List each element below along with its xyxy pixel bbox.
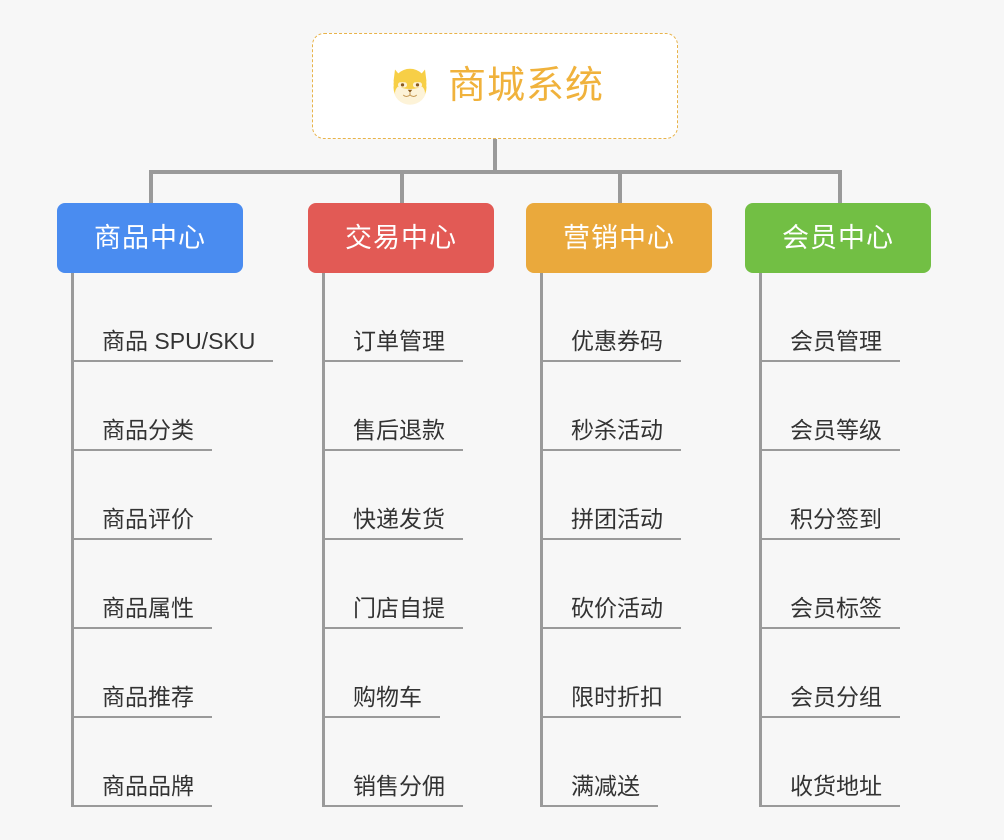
list-item-label: 会员管理 <box>790 327 882 354</box>
category-item-list: 优惠券码 秒杀活动 拼团活动 砍价活动 限时折扣 满减送 <box>540 273 712 807</box>
list-item[interactable]: 商品 SPU/SKU <box>74 273 274 362</box>
category-item-list: 会员管理 会员等级 积分签到 会员标签 会员分组 收货地址 <box>759 273 931 807</box>
list-item-label: 商品 SPU/SKU <box>102 327 256 354</box>
list-item-label: 商品属性 <box>102 594 194 621</box>
connector-root-vertical <box>493 139 497 172</box>
list-item[interactable]: 订单管理 <box>325 273 494 362</box>
list-item-label: 门店自提 <box>353 594 445 621</box>
category-header-product[interactable]: 商品中心 <box>57 203 243 273</box>
list-item[interactable]: 购物车 <box>325 629 494 718</box>
list-item[interactable]: 会员管理 <box>762 273 931 362</box>
category-title: 商品中心 <box>94 222 206 253</box>
list-item[interactable]: 快递发货 <box>325 451 494 540</box>
category-item-list: 商品 SPU/SKU 商品分类 商品评价 商品属性 商品推荐 商品品牌 <box>71 273 274 807</box>
list-item-label: 商品分类 <box>102 416 194 443</box>
category-column-product: 商品中心 商品 SPU/SKU 商品分类 商品评价 商品属性 商品推荐 商品品牌 <box>57 203 274 807</box>
list-item[interactable]: 优惠券码 <box>543 273 712 362</box>
connector-horizontal-bus <box>149 170 842 174</box>
list-item-label: 售后退款 <box>353 416 445 443</box>
shiba-dog-icon <box>393 68 427 105</box>
list-item[interactable]: 秒杀活动 <box>543 362 712 451</box>
list-item[interactable]: 商品评价 <box>74 451 243 540</box>
category-column-marketing: 营销中心 优惠券码 秒杀活动 拼团活动 砍价活动 限时折扣 满减送 <box>526 203 712 807</box>
list-item[interactable]: 售后退款 <box>325 362 494 451</box>
list-item-label: 会员标签 <box>790 594 882 621</box>
list-item-label: 商品推荐 <box>102 683 194 710</box>
list-item[interactable]: 会员标签 <box>762 540 931 629</box>
list-item-label: 满减送 <box>571 772 640 799</box>
list-item-label: 订单管理 <box>353 327 445 354</box>
root-title: 商城系统 <box>447 65 604 107</box>
list-item[interactable]: 商品属性 <box>74 540 243 629</box>
connector-drop-4 <box>838 170 842 203</box>
list-item-label: 会员分组 <box>790 683 882 710</box>
connector-drop-2 <box>400 170 404 203</box>
list-item-label: 购物车 <box>353 683 422 710</box>
list-item-label: 商品评价 <box>102 505 194 532</box>
list-item[interactable]: 商品分类 <box>74 362 243 451</box>
root-node[interactable]: 商城系统 <box>312 33 678 139</box>
list-item-label: 优惠券码 <box>571 327 663 354</box>
list-item[interactable]: 销售分佣 <box>325 718 494 807</box>
category-title: 交易中心 <box>345 222 457 253</box>
list-item[interactable]: 限时折扣 <box>543 629 712 718</box>
category-title: 营销中心 <box>563 222 675 253</box>
list-item[interactable]: 商品品牌 <box>74 718 243 807</box>
category-title: 会员中心 <box>782 222 894 253</box>
list-item[interactable]: 会员等级 <box>762 362 931 451</box>
list-item-label: 快递发货 <box>353 505 445 532</box>
list-item-label: 商品品牌 <box>102 772 194 799</box>
list-item-label: 积分签到 <box>790 505 882 532</box>
connector-drop-1 <box>149 170 153 203</box>
list-item-label: 销售分佣 <box>353 772 445 799</box>
category-item-list: 订单管理 售后退款 快递发货 门店自提 购物车 销售分佣 <box>322 273 494 807</box>
list-item[interactable]: 收货地址 <box>762 718 931 807</box>
category-header-marketing[interactable]: 营销中心 <box>526 203 712 273</box>
list-item[interactable]: 会员分组 <box>762 629 931 718</box>
list-item[interactable]: 商品推荐 <box>74 629 243 718</box>
category-column-member: 会员中心 会员管理 会员等级 积分签到 会员标签 会员分组 收货地址 <box>745 203 931 807</box>
list-item-label: 限时折扣 <box>571 683 663 710</box>
connector-drop-3 <box>618 170 622 203</box>
list-item[interactable]: 满减送 <box>543 718 712 807</box>
list-item-label: 会员等级 <box>790 416 882 443</box>
category-header-trade[interactable]: 交易中心 <box>308 203 494 273</box>
list-item-label: 砍价活动 <box>571 594 663 621</box>
list-item[interactable]: 砍价活动 <box>543 540 712 629</box>
category-column-trade: 交易中心 订单管理 售后退款 快递发货 门店自提 购物车 销售分佣 <box>308 203 494 807</box>
list-item-label: 收货地址 <box>790 772 882 799</box>
list-item[interactable]: 积分签到 <box>762 451 931 540</box>
list-item[interactable]: 门店自提 <box>325 540 494 629</box>
list-item-label: 秒杀活动 <box>571 416 663 443</box>
category-header-member[interactable]: 会员中心 <box>745 203 931 273</box>
list-item[interactable]: 拼团活动 <box>543 451 712 540</box>
list-item-label: 拼团活动 <box>571 505 663 532</box>
